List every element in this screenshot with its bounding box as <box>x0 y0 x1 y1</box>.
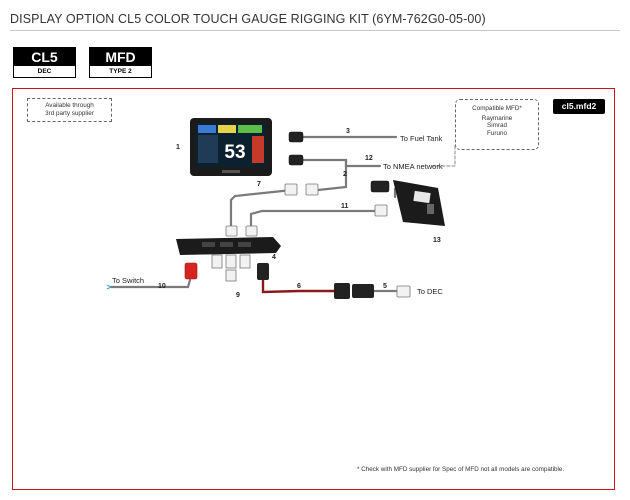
gauge-speed-readout: 53 <box>224 142 245 163</box>
label-to-dec: To DEC <box>417 287 443 296</box>
black-dec-plug <box>257 263 269 280</box>
terminator-plug <box>225 269 237 282</box>
part-number-9: 9 <box>236 292 240 299</box>
switch-wire-end <box>106 284 112 290</box>
part-number-1: 1 <box>176 144 180 151</box>
compatible-mfd-heading: Compatible MFD* <box>472 105 522 112</box>
page-title: DISPLAY OPTION CL5 COLOR TOUCH GAUGE RIG… <box>10 12 486 26</box>
connector-white <box>374 204 388 217</box>
third-party-note-line: Available through <box>45 102 94 109</box>
cl5-display-unit: 53 <box>190 118 272 176</box>
mfd-dashed-link <box>429 145 456 167</box>
mfd-brand: Simrad <box>487 122 507 129</box>
harness-hub <box>176 237 281 282</box>
cable-2 <box>316 158 348 192</box>
mfd-brand: Furuno <box>487 129 507 137</box>
third-party-note-line: 3rd party supplier <box>45 109 94 117</box>
red-switch-plug <box>184 262 198 280</box>
connector-white <box>396 285 411 298</box>
part-number-4: 4 <box>272 254 276 261</box>
connector-white <box>284 183 298 196</box>
connector-white <box>305 183 319 196</box>
terminator-plug <box>239 254 251 269</box>
cl5-dec-badge: CL5 DEC <box>13 47 76 78</box>
cable-6-red <box>261 280 348 294</box>
connector-white <box>245 225 258 237</box>
part-number-13: 13 <box>433 237 441 244</box>
cable-7 <box>229 188 294 229</box>
part-number-6: 6 <box>297 283 301 290</box>
kit-code-badge: cl5.mfd2 <box>553 99 605 114</box>
cable-11 <box>249 209 382 229</box>
mfd-brand: Raymarine <box>481 114 513 122</box>
badge-sub-label: DEC <box>37 68 52 75</box>
connector-dec-inline <box>352 284 374 298</box>
part-number-10: 10 <box>158 283 166 290</box>
nmea-gateway-module <box>393 180 445 226</box>
cable-group <box>109 135 456 293</box>
badge-main-label: MFD <box>90 48 151 66</box>
part-number-5: 5 <box>383 283 387 290</box>
connector-white <box>225 225 238 237</box>
terminator-plug <box>211 254 223 269</box>
label-to-switch: To Switch <box>112 276 144 285</box>
part-number-12: 12 <box>365 155 373 162</box>
badge-main-label: CL5 <box>14 48 75 66</box>
compatibility-footnote: * Check with MFD supplier for Spec of MF… <box>357 466 565 473</box>
part-number-11: 11 <box>341 203 349 210</box>
connector-dec-inline <box>334 283 350 299</box>
title-divider <box>10 30 620 31</box>
label-to-nmea: To NMEA network <box>383 162 443 171</box>
terminator-plug <box>225 254 237 269</box>
cable-10-switch <box>109 278 192 289</box>
diagram-frame <box>12 88 615 490</box>
mfd-type2-badge: MFD TYPE 2 <box>89 47 152 78</box>
compatible-mfd-box: Compatible MFD* Raymarine Simrad Furuno <box>455 99 539 150</box>
part-number-7: 7 <box>257 181 261 188</box>
connector-module-in <box>370 180 390 193</box>
connector-fuel <box>288 131 304 143</box>
label-to-fuel-tank: To Fuel Tank <box>400 134 443 143</box>
connector-nmea <box>288 154 304 166</box>
part-number-3: 3 <box>346 128 350 135</box>
third-party-supplier-note: Available through 3rd party supplier <box>27 98 112 122</box>
part-number-2: 2 <box>343 171 347 178</box>
badge-sub-label: TYPE 2 <box>109 68 132 75</box>
